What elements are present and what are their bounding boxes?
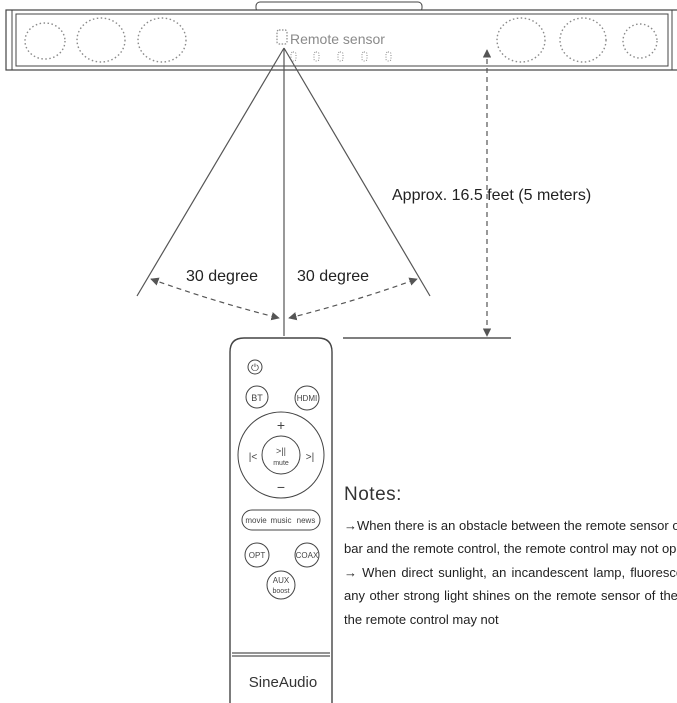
play-mute-button[interactable]: >|| mute — [261, 435, 301, 475]
indicator-leds — [290, 51, 392, 62]
speaker-right-1 — [496, 17, 546, 63]
news-button[interactable]: news — [297, 516, 316, 525]
soundbar: Remote sensor — [5, 1, 677, 71]
speaker-left-2 — [76, 17, 126, 63]
speaker-right-3 — [622, 23, 658, 59]
right-angle-label: 30 degree — [297, 268, 369, 285]
sound-mode-pill — [241, 509, 321, 531]
brand-logo: SineAudio — [249, 674, 317, 691]
coax-button[interactable]: COAX — [294, 542, 320, 568]
reception-range — [136, 47, 431, 336]
left-angle-label: 30 degree — [186, 268, 258, 285]
distance-label: Approx. 16.5 feet (5 meters) — [392, 187, 591, 204]
soundbar-grille — [15, 13, 669, 67]
left-angle-arrow — [150, 277, 280, 321]
previous-button[interactable]: |< — [249, 452, 258, 463]
opt-button[interactable]: OPT — [244, 542, 270, 568]
svg-text:HDMI: HDMI — [297, 394, 317, 403]
play-pause-label: >|| — [276, 446, 286, 456]
svg-text:AUX: AUX — [273, 576, 290, 585]
volume-down-button[interactable]: − — [277, 479, 285, 495]
control-ring: + − |< >| >|| mute — [237, 411, 325, 499]
sensor-window — [276, 29, 288, 45]
svg-text:BT: BT — [251, 393, 263, 403]
note-item-2: → When direct sunlight, an incandescent … — [344, 564, 677, 627]
angle-arrows — [150, 277, 418, 321]
right-angle-arrow — [288, 277, 418, 321]
power-button[interactable]: ⏻ — [247, 359, 263, 375]
speaker-right-2 — [559, 17, 607, 63]
soundbar-body — [5, 9, 677, 71]
speaker-left-3 — [137, 17, 187, 63]
svg-text:boost: boost — [272, 588, 289, 595]
power-icon: ⏻ — [251, 363, 259, 374]
svg-text:OPT: OPT — [249, 551, 266, 560]
volume-up-button[interactable]: + — [277, 417, 285, 433]
notes-title: Notes: — [344, 484, 402, 505]
range-left-edge — [136, 47, 285, 297]
next-button[interactable]: >| — [306, 452, 314, 463]
range-right-edge — [283, 47, 431, 297]
remote-sensor-label: Remote sensor — [290, 31, 385, 47]
svg-text:COAX: COAX — [296, 551, 319, 560]
bt-button[interactable]: BT — [245, 385, 269, 409]
music-button[interactable]: music — [271, 516, 292, 525]
notes-section: Notes: →When there is an obstacle betwee… — [342, 484, 677, 631]
mute-label: mute — [273, 460, 289, 467]
note-item-1: →When there is an obstacle between the r… — [344, 518, 677, 557]
aux-boost-button[interactable]: AUX boost — [266, 570, 296, 600]
remote-control: ⏻ BT HDMI + − |< >| >|| mute movie music — [229, 337, 333, 703]
hdmi-button[interactable]: HDMI — [294, 385, 320, 411]
movie-button[interactable]: movie — [245, 516, 267, 525]
speaker-left-1 — [24, 22, 66, 60]
